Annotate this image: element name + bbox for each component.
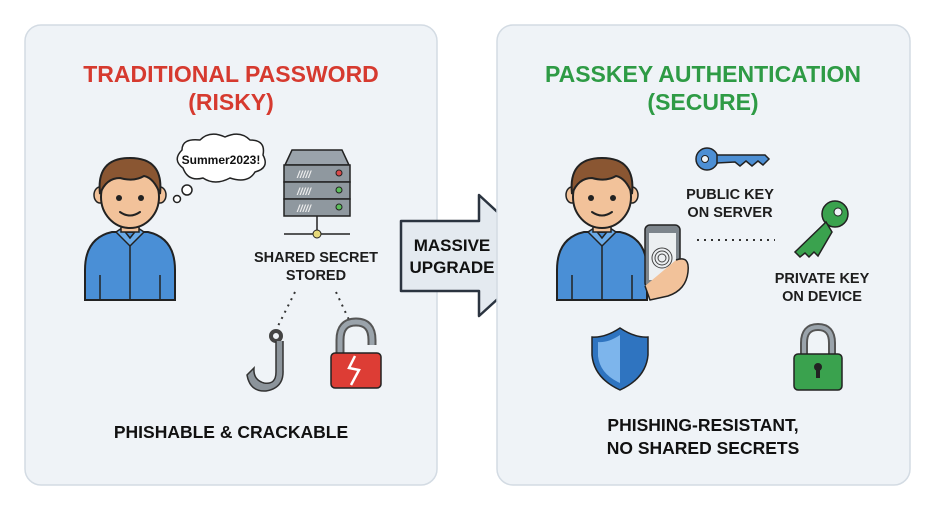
private-key-icon [793, 200, 849, 259]
public-key-label-line1: PUBLIC KEY [686, 187, 774, 203]
left-footer: PHISHABLE & CRACKABLE [114, 422, 348, 442]
left-title-line2: (RISKY) [188, 89, 274, 115]
public-key-icon [695, 147, 771, 171]
right-footer-line1: PHISHING-RESISTANT, [607, 415, 798, 435]
svg-text://///: ///// [296, 170, 312, 181]
server-icon: ///// ///// ///// [283, 149, 351, 239]
arrow-label-line2: UPGRADE [409, 258, 494, 277]
broken-lock-icon [330, 317, 382, 389]
shield-icon [591, 327, 649, 391]
private-key-label-line1: PRIVATE KEY [775, 271, 870, 287]
thought-password-text: Summer2023! [182, 153, 261, 167]
svg-text://///: ///// [296, 204, 312, 215]
public-key-label-line2: ON SERVER [687, 205, 773, 221]
svg-text://///: ///// [296, 187, 312, 198]
server-label-line1: SHARED SECRET [254, 250, 378, 266]
private-key-label-line2: ON DEVICE [782, 289, 862, 305]
server-label-line2: STORED [286, 268, 346, 284]
right-title-line1: PASSKEY AUTHENTICATION [545, 61, 861, 87]
right-title-line2: (SECURE) [647, 89, 758, 115]
arrow-label-line1: MASSIVE [414, 236, 491, 255]
phone-fingerprint-icon [644, 224, 689, 301]
left-title-line1: TRADITIONAL PASSWORD [83, 61, 379, 87]
locked-padlock-icon [793, 322, 843, 391]
right-footer-line2: NO SHARED SECRETS [607, 438, 800, 458]
fishing-hook-icon [246, 329, 284, 392]
thought-bubble: Summer2023! [172, 133, 266, 204]
